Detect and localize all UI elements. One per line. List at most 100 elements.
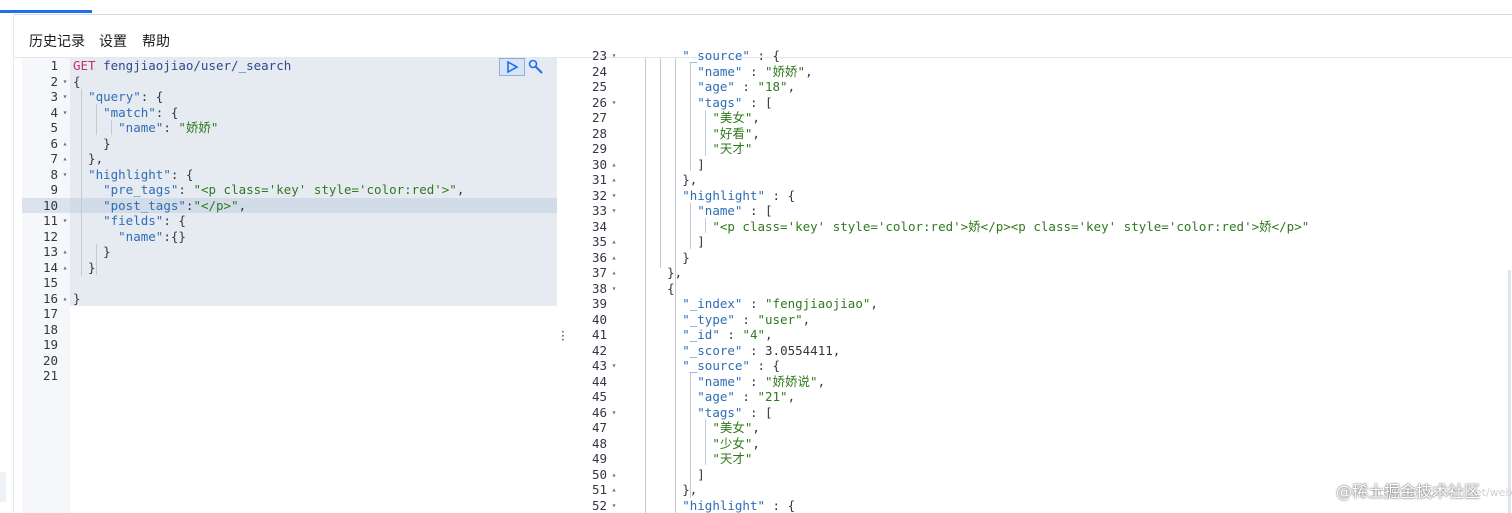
fold-close-icon[interactable]: ▴	[611, 485, 617, 494]
fold-open-icon[interactable]: ▾	[62, 216, 68, 225]
token-key: "highlight"	[682, 187, 766, 203]
fold-open-icon[interactable]: ▾	[62, 92, 68, 101]
menu-help[interactable]: 帮助	[142, 34, 170, 50]
gutter-line: 32▾	[571, 188, 619, 204]
line-number: 42	[591, 342, 607, 358]
code-text: "tags" : [	[622, 404, 772, 421]
code-text: }	[73, 244, 111, 260]
gutter-line: 24	[571, 64, 619, 80]
fold-close-icon[interactable]: ▴	[611, 175, 617, 184]
token-punc: :	[734, 79, 758, 94]
drag-handle-icon[interactable]: ···	[561, 325, 565, 347]
indent-guide	[689, 203, 691, 249]
token-punc: : {	[155, 104, 179, 120]
gutter-line: 35▴	[571, 234, 619, 250]
token-punc: ,	[787, 389, 796, 404]
fold-open-icon[interactable]: ▾	[611, 407, 617, 417]
token-key: "_score"	[682, 342, 743, 358]
gutter-line: 21	[22, 368, 70, 384]
gutter-line: 41	[571, 327, 619, 343]
menu-settings[interactable]: 设置	[99, 34, 127, 50]
code-text: "天才"	[622, 451, 752, 467]
panel-splitter[interactable]: ···	[557, 58, 571, 513]
code-text: },	[622, 265, 682, 281]
code-text: "match": {	[73, 105, 178, 121]
token-key: "name"	[118, 228, 164, 244]
request-code-area[interactable]: GET fengjiaojiao/user/_search{ "query": …	[70, 58, 557, 513]
fold-close-icon[interactable]: ▴	[62, 262, 68, 272]
token-punc: ,	[817, 373, 826, 389]
run-request-button[interactable]	[499, 58, 525, 76]
fold-open-icon[interactable]: ▾	[611, 206, 617, 215]
fold-close-icon[interactable]: ▴	[62, 293, 68, 303]
line-number: 26	[591, 94, 607, 110]
code-text: "_score" : 3.0554411,	[622, 343, 840, 359]
token-key: "tags"	[697, 404, 743, 420]
play-icon	[507, 60, 519, 74]
fold-close-icon[interactable]: ▴	[611, 159, 617, 169]
gutter-line: 44	[571, 374, 619, 390]
wrench-icon	[528, 59, 543, 74]
line-number: 51	[591, 482, 607, 497]
fold-close-icon[interactable]: ▴	[62, 154, 68, 163]
fold-close-icon[interactable]: ▴	[611, 237, 617, 246]
line-number: 25	[591, 79, 607, 94]
console-menu-bar: 历史记录 设置 帮助	[14, 14, 1512, 58]
gutter-line: 19	[22, 337, 70, 353]
fold-open-icon[interactable]: ▾	[611, 51, 617, 60]
token-punc: }	[73, 290, 81, 306]
indent-guide	[704, 419, 706, 465]
token-str: "</p>"	[193, 197, 239, 213]
gutter-line: 26 ▾	[571, 95, 619, 111]
active-tab-indicator[interactable]	[0, 10, 92, 13]
line-number: 43	[591, 358, 607, 373]
line-number: 24	[591, 63, 607, 79]
token-punc	[622, 296, 682, 311]
code-text: ]	[622, 467, 705, 483]
gutter-line: 50▴	[571, 467, 619, 483]
code-text: "pre_tags": "<p class='key' style='color…	[73, 182, 464, 198]
request-settings-button[interactable]	[527, 58, 545, 76]
gutter-line: 31▴	[571, 172, 619, 188]
fold-open-icon[interactable]: ▾	[62, 169, 68, 179]
fold-open-icon[interactable]: ▾	[611, 97, 617, 107]
token-punc	[622, 374, 697, 389]
fold-open-icon[interactable]: ▾	[611, 361, 617, 370]
gutter-line: 14 ▴	[22, 260, 70, 276]
token-key: "_id"	[682, 327, 720, 342]
token-key: "name"	[697, 373, 743, 389]
line-number: 14	[42, 259, 58, 275]
gutter-line: 4▾	[22, 105, 70, 121]
fold-open-icon[interactable]: ▾	[62, 107, 68, 117]
gutter-line: 30▴	[571, 157, 619, 173]
fold-close-icon[interactable]: ▴	[611, 252, 617, 262]
code-text: "name": "娇娇"	[73, 120, 218, 136]
faint-url-watermark: https://blog.csdn.net/weixin_4xxxxx29	[1372, 486, 1512, 499]
line-number: 33	[591, 203, 607, 218]
token-punc: }	[73, 244, 111, 259]
line-number: 44	[591, 373, 607, 389]
fold-close-icon[interactable]: ▴	[62, 247, 68, 256]
line-number: 23	[591, 48, 607, 63]
fold-open-icon[interactable]: ▾	[611, 283, 617, 293]
line-number: 38	[591, 280, 607, 296]
fold-close-icon[interactable]: ▴	[62, 138, 68, 148]
fold-open-icon[interactable]: ▾	[611, 190, 617, 200]
line-number: 29	[591, 141, 607, 156]
menu-history[interactable]: 历史记录	[29, 34, 85, 50]
line-number: 40	[591, 311, 607, 327]
fold-open-icon[interactable]: ▾	[62, 76, 68, 86]
token-punc: : {	[140, 89, 164, 104]
response-scrollbar[interactable]	[1508, 270, 1511, 513]
code-text: "name":{}	[73, 229, 186, 245]
token-punc: ,	[752, 125, 760, 141]
fold-close-icon[interactable]: ▴	[611, 469, 617, 479]
fold-close-icon[interactable]: ▴	[611, 268, 617, 277]
token-str: "美女"	[712, 110, 753, 125]
fold-open-icon[interactable]: ▾	[611, 500, 617, 510]
token-punc: : {	[749, 48, 781, 63]
token-punc	[622, 451, 712, 466]
token-punc	[622, 358, 682, 373]
